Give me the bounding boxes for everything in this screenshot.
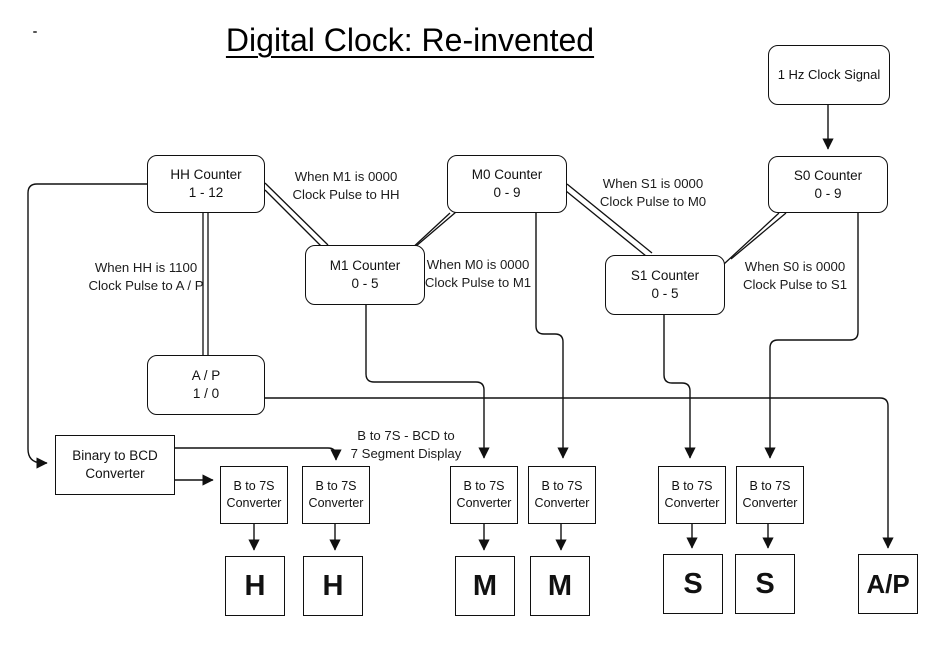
b7s-3-line2: Converter bbox=[456, 496, 512, 510]
node-m1-counter: M1 Counter 0 - 5 bbox=[305, 245, 425, 305]
b7s-4-line1: B to 7S bbox=[541, 479, 583, 493]
connector-s1-to-converter5 bbox=[663, 315, 696, 459]
bus-m0-s1-line1 bbox=[566, 183, 653, 254]
label-when-s0-0000-line1: When S0 is 0000 bbox=[744, 259, 846, 274]
s0-counter-range: 0 - 9 bbox=[814, 185, 842, 201]
label-when-m1-0000-line2: Clock Pulse to HH bbox=[292, 187, 400, 202]
node-b7s-converter-4: B to 7S Converter bbox=[528, 466, 596, 524]
bus-s0-s1-line2 bbox=[723, 212, 780, 265]
bus-hh-m1-line2 bbox=[264, 189, 322, 247]
label-b7s-note: B to 7S - BCD to 7 Segment Display bbox=[346, 427, 466, 463]
label-when-s1-0000: When S1 is 0000 Clock Pulse to M0 bbox=[593, 175, 713, 211]
display-am-pm: A/P bbox=[858, 554, 918, 614]
diagram-title: Digital Clock: Re-invented bbox=[225, 22, 595, 58]
b7s-6-line2: Converter bbox=[742, 496, 798, 510]
label-when-s0-0000-line2: Clock Pulse to S1 bbox=[742, 277, 848, 292]
display-hours-ones: H bbox=[303, 556, 363, 616]
connector-bcd-to-converter2 bbox=[175, 447, 342, 461]
label-when-m0-0000-line2: Clock Pulse to M1 bbox=[424, 275, 532, 290]
bus-s0-s1-line1 bbox=[730, 212, 787, 260]
label-when-m1-0000: When M1 is 0000 Clock Pulse to HH bbox=[286, 168, 406, 204]
b7s-1-line2: Converter bbox=[226, 496, 282, 510]
bcd-converter-line1: Binary to BCD bbox=[72, 448, 158, 463]
node-hh-counter: HH Counter 1 - 12 bbox=[147, 155, 265, 213]
node-binary-to-bcd-converter: Binary to BCD Converter bbox=[55, 435, 175, 495]
ap-flipflop-values: 1 / 0 bbox=[192, 386, 220, 401]
connector-s0-to-converter6 bbox=[764, 213, 859, 459]
node-b7s-converter-1: B to 7S Converter bbox=[220, 466, 288, 524]
label-when-hh-1100-line1: When HH is 1100 bbox=[94, 260, 198, 275]
label-when-m0-0000: When M0 is 0000 Clock Pulse to M1 bbox=[418, 256, 538, 292]
connector-m1-to-converter3 bbox=[365, 305, 490, 459]
label-when-s1-0000-line1: When S1 is 0000 bbox=[602, 176, 704, 191]
b7s-5-line1: B to 7S bbox=[671, 479, 713, 493]
node-b7s-converter-2: B to 7S Converter bbox=[302, 466, 370, 524]
display-minutes-tens: M bbox=[455, 556, 515, 616]
display-seconds-tens: S bbox=[663, 554, 723, 614]
node-1hz-label: 1 Hz Clock Signal bbox=[777, 67, 881, 82]
display-seconds-ones: S bbox=[735, 554, 795, 614]
m0-counter-range: 0 - 9 bbox=[493, 185, 521, 200]
m1-counter-range: 0 - 5 bbox=[351, 276, 379, 291]
label-when-m1-0000-line1: When M1 is 0000 bbox=[294, 169, 398, 184]
node-s0-counter: S0 Counter 0 - 9 bbox=[768, 156, 888, 213]
hh-counter-title: HH Counter bbox=[170, 167, 242, 182]
node-b7s-converter-6: B to 7S Converter bbox=[736, 466, 804, 524]
b7s-4-line2: Converter bbox=[534, 496, 590, 510]
label-when-hh-1100: When HH is 1100 Clock Pulse to A / P bbox=[72, 259, 220, 295]
node-b7s-converter-5: B to 7S Converter bbox=[658, 466, 726, 524]
label-b7s-note-line1: B to 7S - BCD to bbox=[357, 428, 455, 443]
label-when-hh-1100-line2: Clock Pulse to A / P bbox=[88, 278, 204, 293]
label-b7s-note-line2: 7 Segment Display bbox=[350, 446, 462, 461]
node-m0-counter: M0 Counter 0 - 9 bbox=[447, 155, 567, 213]
b7s-1-line1: B to 7S bbox=[233, 479, 275, 493]
node-1hz-clock-signal: 1 Hz Clock Signal bbox=[768, 45, 890, 105]
b7s-2-line1: B to 7S bbox=[315, 479, 357, 493]
b7s-3-line1: B to 7S bbox=[463, 479, 505, 493]
bus-m0-m1-line1 bbox=[414, 211, 457, 248]
stray-mark bbox=[33, 31, 37, 33]
node-s1-counter: S1 Counter 0 - 5 bbox=[605, 255, 725, 315]
s1-counter-range: 0 - 5 bbox=[651, 286, 679, 301]
display-hours-tens: H bbox=[225, 556, 285, 616]
node-ap-flipflop: A / P 1 / 0 bbox=[147, 355, 265, 415]
connector-m0-to-converter4 bbox=[535, 213, 569, 459]
hh-counter-range: 1 - 12 bbox=[188, 185, 224, 200]
node-b7s-converter-3: B to 7S Converter bbox=[450, 466, 518, 524]
s1-counter-title: S1 Counter bbox=[630, 268, 700, 283]
m1-counter-title: M1 Counter bbox=[329, 258, 401, 273]
connector-hh-to-bcd bbox=[27, 183, 147, 469]
bus-m0-m1-line2 bbox=[408, 212, 451, 252]
label-when-s0-0000: When S0 is 0000 Clock Pulse to S1 bbox=[735, 258, 855, 294]
label-when-m0-0000-line1: When M0 is 0000 bbox=[426, 257, 530, 272]
m0-counter-title: M0 Counter bbox=[471, 167, 543, 182]
b7s-5-line2: Converter bbox=[664, 496, 720, 510]
bcd-converter-line2: Converter bbox=[85, 466, 145, 481]
b7s-2-line2: Converter bbox=[308, 496, 364, 510]
ap-flipflop-title: A / P bbox=[191, 368, 221, 383]
s0-counter-title: S0 Counter bbox=[793, 167, 863, 183]
connector-ap-to-ap-display bbox=[265, 397, 894, 549]
bus-hh-m1-line1 bbox=[264, 182, 329, 246]
b7s-6-line1: B to 7S bbox=[749, 479, 791, 493]
label-when-s1-0000-line2: Clock Pulse to M0 bbox=[599, 194, 707, 209]
display-minutes-ones: M bbox=[530, 556, 590, 616]
bus-m0-s1-line2 bbox=[565, 190, 647, 257]
